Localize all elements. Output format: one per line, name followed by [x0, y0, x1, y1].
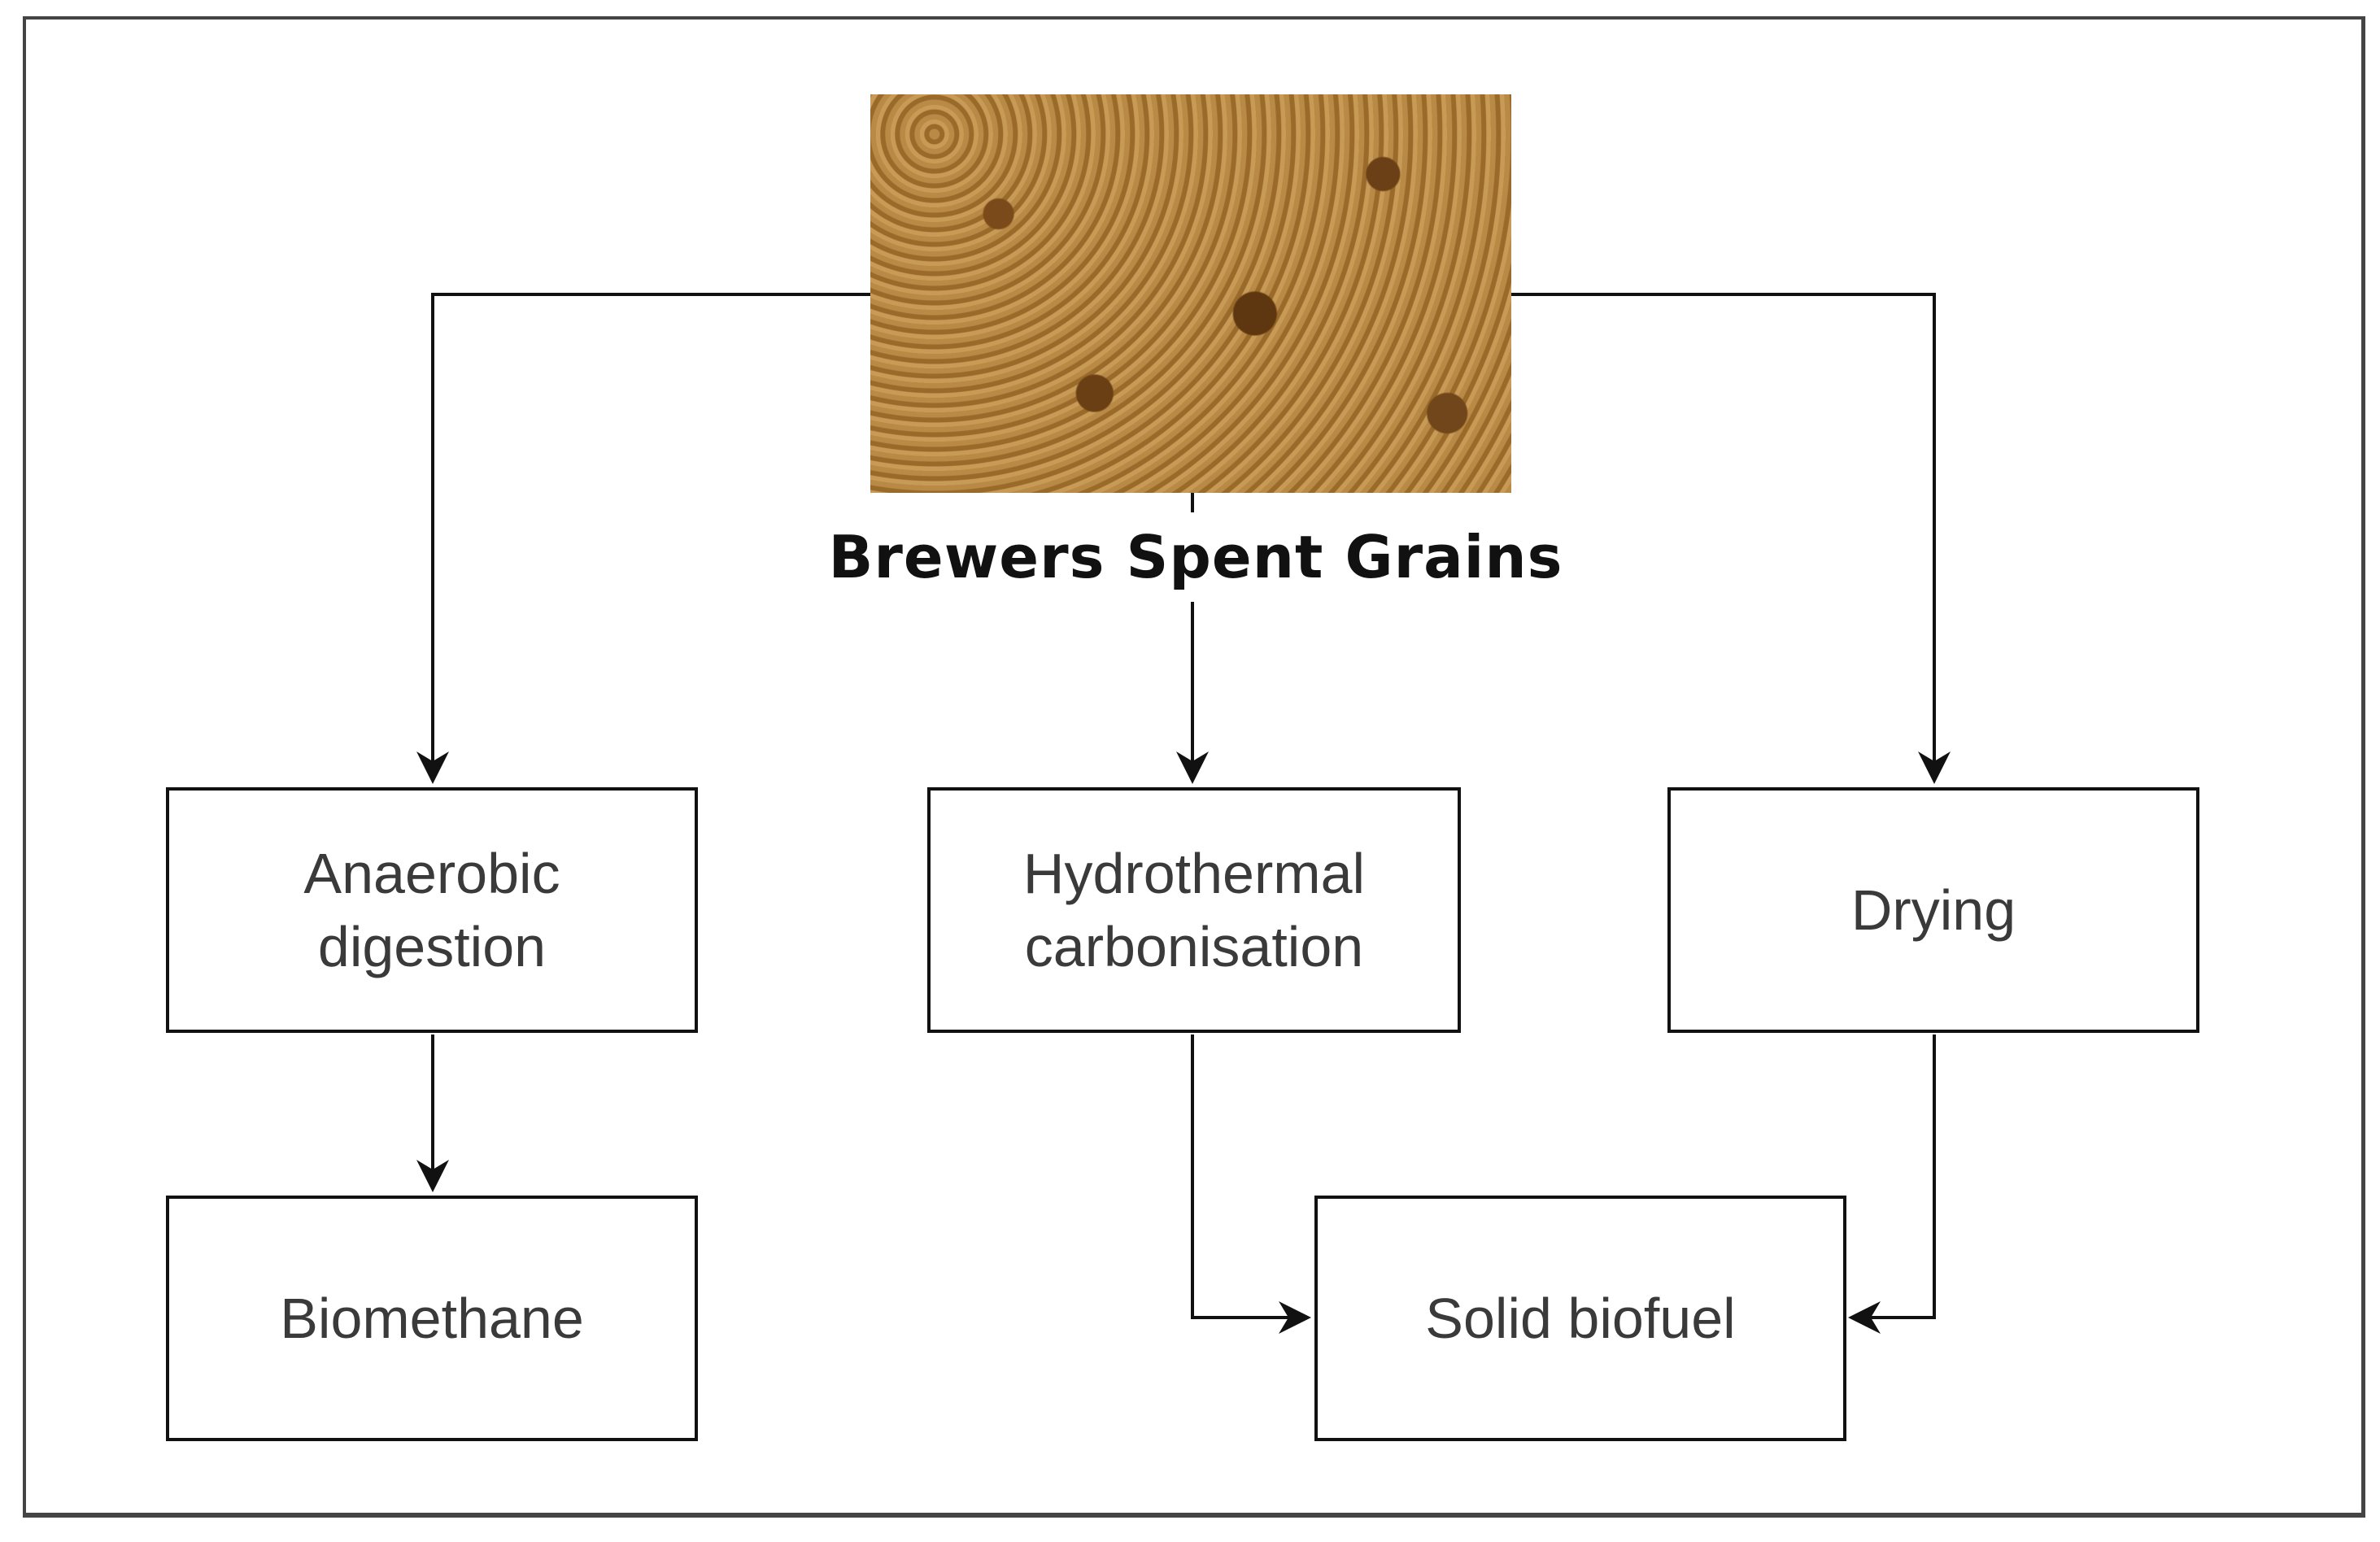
arrow-hydro-to-solid	[1191, 1035, 1311, 1334]
spent-grains-photo	[870, 94, 1511, 493]
arrow-drying-to-solid	[1848, 1035, 1936, 1334]
node-drying: Drying	[1667, 787, 2199, 1033]
node-biomethane: Biomethane	[166, 1196, 698, 1441]
arrow-to-anaerobic	[416, 293, 870, 784]
node-anaerobic-digestion: Anaerobic digestion	[166, 787, 698, 1033]
node-hydrothermal-carbonisation: Hydrothermal carbonisation	[927, 787, 1461, 1033]
node-solid-biofuel: Solid biofuel	[1314, 1196, 1846, 1441]
arrow-to-drying	[1511, 293, 1951, 784]
diagram-title: Brewers Spent Grains	[813, 512, 1578, 602]
